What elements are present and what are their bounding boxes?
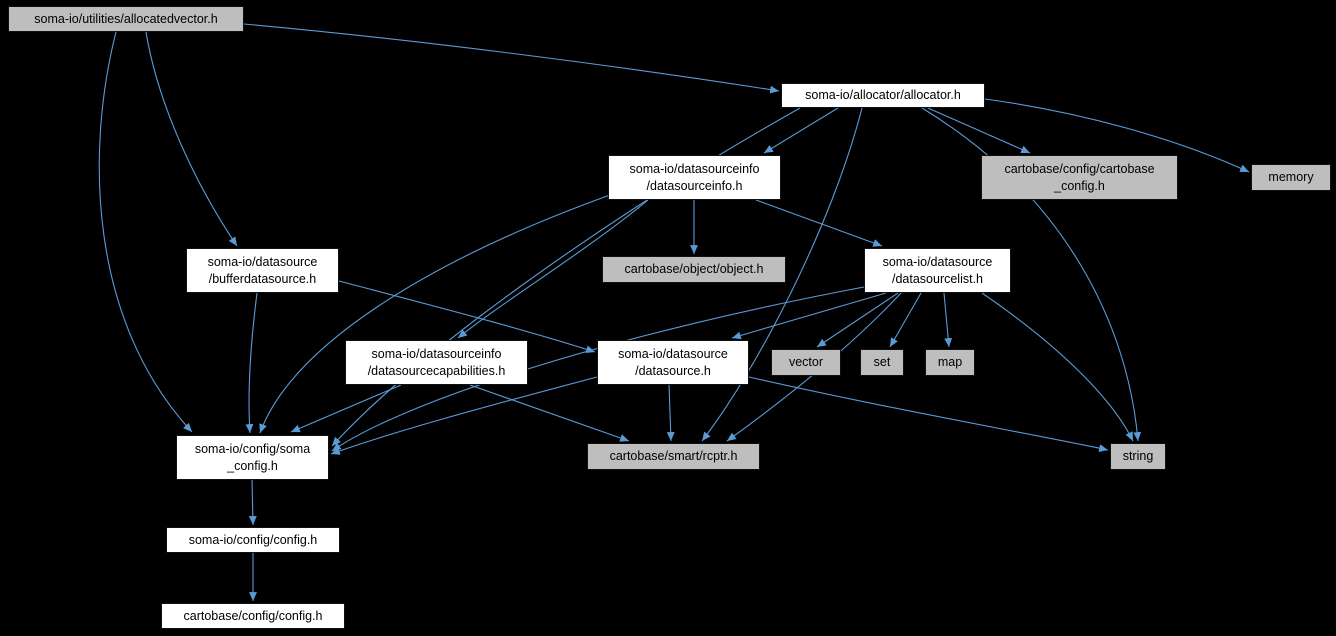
node-cartobase-config: cartobase/config/cartobase _config.h: [981, 155, 1178, 200]
edge-datasourcelist-set: [889, 292, 922, 348]
edge-datasourcelist-map: [943, 292, 953, 348]
edge-allocator-rcptr: [701, 107, 863, 442]
node-map: map: [925, 349, 975, 376]
node-datasourcelist[interactable]: soma-io/datasource /datasourcelist.h: [864, 248, 1011, 293]
node-soma-config[interactable]: soma-io/config/soma _config.h: [176, 435, 329, 480]
edge-datasource-soma-config: [330, 376, 598, 455]
edge-datasourcelist-vector: [816, 292, 899, 348]
node-datasource[interactable]: soma-io/datasource /datasource.h: [597, 340, 749, 385]
edge-datasourceinfo-datasourcelist: [755, 199, 883, 247]
edge-allocator-soma-config: [331, 107, 801, 447]
edge-allocator-string: [921, 107, 1142, 442]
edge-allocator-memory: [984, 98, 1250, 173]
node-bufferdatasource[interactable]: soma-io/datasource /bufferdatasource.h: [186, 248, 339, 293]
edge-allocator-cartobase-config: [927, 107, 1031, 154]
edge-datasourcelist-rcptr: [726, 292, 902, 442]
node-config[interactable]: soma-io/config/config.h: [166, 527, 340, 553]
edge-datasourcecapabilities-soma-config: [290, 384, 402, 433]
edge-allocatedvector-allocator: [243, 23, 780, 94]
node-string: string: [1110, 443, 1166, 470]
edge-datasource-rcptr: [666, 384, 675, 442]
edge-allocatedvector-bufferdatasource: [145, 31, 238, 247]
edge-soma-config-config: [248, 479, 257, 526]
node-datasourcecapabilities[interactable]: soma-io/datasourceinfo /datasourcecapabi…: [345, 340, 528, 385]
node-allocatedvector: soma-io/utilities/allocatedvector.h: [8, 6, 244, 32]
node-cartobase-config-h[interactable]: cartobase/config/config.h: [161, 603, 345, 629]
node-object: cartobase/object/object.h: [602, 256, 786, 283]
node-memory: memory: [1251, 164, 1331, 191]
node-vector: vector: [771, 349, 841, 376]
node-datasourceinfo[interactable]: soma-io/datasourceinfo /datasourceinfo.h: [608, 155, 781, 200]
edge-datasourceinfo-soma-config: [259, 194, 611, 434]
node-set: set: [860, 349, 904, 376]
edge-allocatedvector-soma-config: [98, 31, 193, 433]
edge-allocator-datasourceinfo: [763, 107, 839, 154]
edge-datasourcelist-string: [981, 292, 1134, 442]
node-allocator[interactable]: soma-io/allocator/allocator.h: [781, 83, 985, 108]
node-rcptr: cartobase/smart/rcptr.h: [587, 443, 760, 470]
edge-datasourceinfo-datasourcecapabilities: [457, 199, 649, 339]
edge-datasourcelist-datasource: [731, 292, 887, 340]
edge-bufferdatasource-datasource: [338, 280, 596, 354]
edge-datasourcecapabilities-rcptr: [469, 384, 630, 442]
edge-datasource-string: [748, 376, 1109, 453]
edge-bufferdatasource-soma-config: [245, 292, 258, 434]
edge-datasourcelist-soma-config: [331, 286, 865, 452]
